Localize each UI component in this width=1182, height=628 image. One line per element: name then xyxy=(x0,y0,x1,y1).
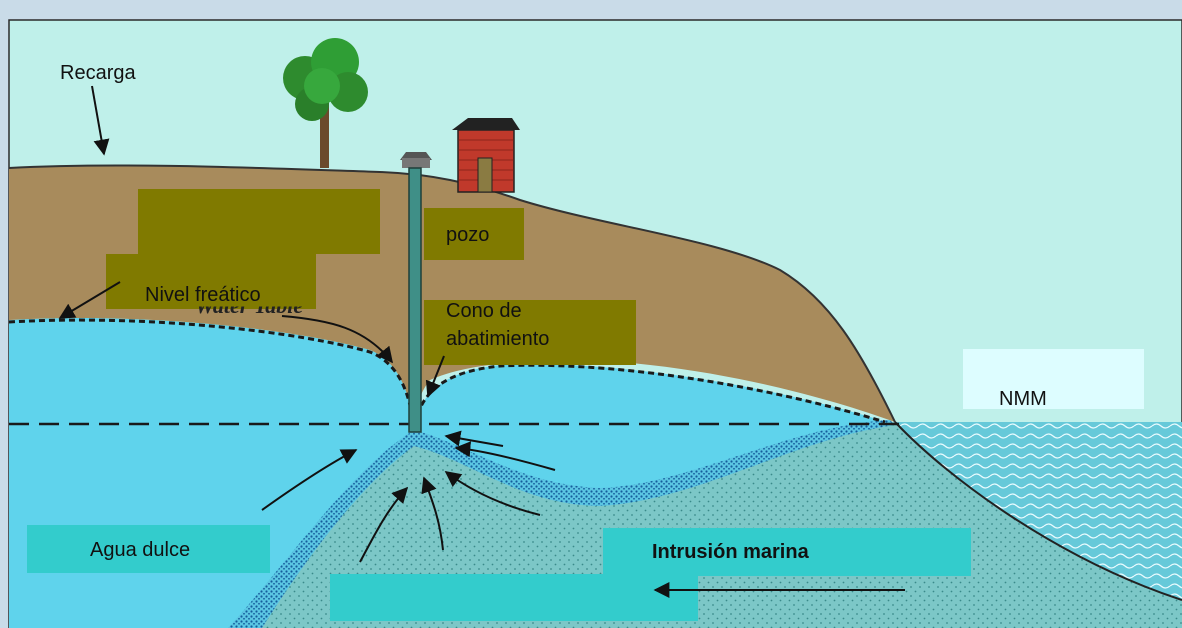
cono-label-line2: abatimiento xyxy=(446,328,550,350)
nivel-freatico-label: Nivel freático xyxy=(145,284,261,306)
nmm-label: NMM xyxy=(999,388,1047,410)
water-table-arrow xyxy=(281,315,393,364)
flow-arrow-6 xyxy=(454,441,556,471)
flow-arrow-1 xyxy=(444,430,504,447)
intrusion-marina-label: Intrusión marina xyxy=(652,541,809,563)
water-table-residual-text: Water Table xyxy=(195,307,303,319)
transition-zone xyxy=(228,420,895,628)
recarga-arrow xyxy=(91,85,110,156)
agua-dulce-label: Agua dulce xyxy=(90,539,191,561)
recarga-label: Recarga xyxy=(60,62,136,84)
sea-floor-line xyxy=(894,421,1182,601)
flow-arrow-4 xyxy=(421,476,444,551)
blank-teal-box xyxy=(330,574,698,621)
cono-arrow xyxy=(425,355,445,398)
nivel-freatico-arrow xyxy=(58,281,121,319)
blank-label-box xyxy=(138,189,380,254)
tree-icon xyxy=(283,38,368,168)
nmm-box xyxy=(963,349,1144,409)
pozo-label: pozo xyxy=(446,224,490,246)
intrusion-marina-box xyxy=(603,528,971,576)
well-icon xyxy=(400,152,432,433)
cono-label-line1: Cono de xyxy=(446,300,522,322)
pozo-box xyxy=(424,208,524,260)
land-outline xyxy=(8,164,896,423)
cono-box xyxy=(424,300,636,365)
flow-arrow-2 xyxy=(261,449,358,511)
flow-arrow-3 xyxy=(359,486,409,563)
agua-dulce-box xyxy=(27,525,270,573)
pump-house-icon xyxy=(452,118,520,193)
nivel-freatico-box xyxy=(106,254,316,309)
flow-arrow-5 xyxy=(444,471,541,516)
